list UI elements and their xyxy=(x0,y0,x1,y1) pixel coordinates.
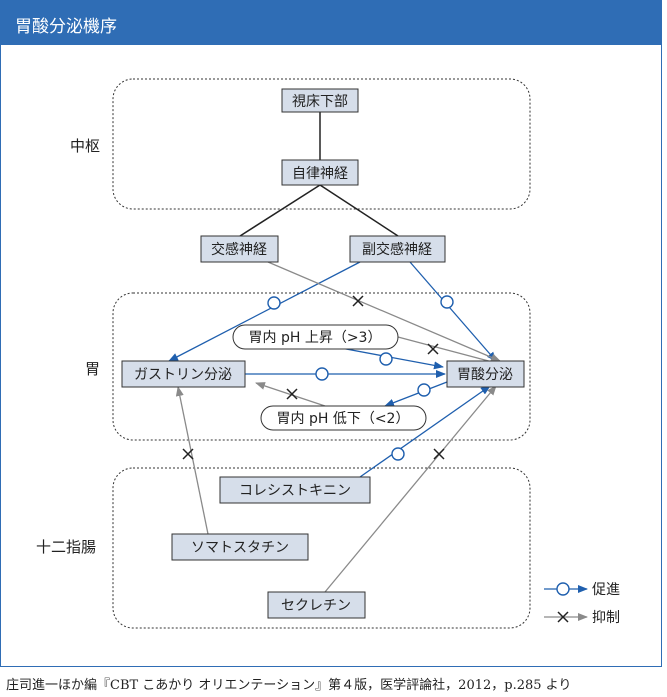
diagram-canvas: 中枢 胃 十二指腸 xyxy=(36,78,620,629)
node-cck-box xyxy=(219,476,371,504)
node-ph-down-label: 胃内 pH 低下（<2） xyxy=(277,411,410,427)
legend-inhibit-label: 抑制 xyxy=(592,610,620,626)
promote-arrow-cck-to-acid xyxy=(359,385,491,478)
figure-title: 胃酸分泌機序 xyxy=(15,17,117,37)
legend: 促進 抑制 xyxy=(544,582,620,626)
promote-marker-circle xyxy=(379,352,393,366)
legend-promote-circle xyxy=(556,582,570,596)
node-autonomic-label: 自律神経 xyxy=(292,166,348,182)
node-acid-label: 胃酸分泌 xyxy=(457,367,513,383)
node-cck-label: コレシストキニン xyxy=(239,483,351,499)
inhibit-arrow-secretin-to-acid xyxy=(324,385,497,593)
inhibit-arrow-phup-to-acid xyxy=(397,336,501,366)
node-secretin-box xyxy=(267,591,366,619)
node-autonomic-box xyxy=(281,159,359,186)
region-central-box xyxy=(112,78,531,210)
promote-arrow-parasympathetic-to-acid xyxy=(409,261,497,362)
node-gastrin-box xyxy=(121,360,246,388)
region-label-duodenum: 十二指腸 xyxy=(36,538,96,556)
node-somatostatin-box xyxy=(171,533,309,561)
node-somatostatin-label: ソマトスタチン xyxy=(191,540,289,556)
node-ph-up-box xyxy=(232,324,399,350)
inhibit-marker-cross xyxy=(286,388,298,400)
promote-marker-circle xyxy=(315,367,329,381)
node-secretin-label: セクレチン xyxy=(281,598,351,614)
promote-marker-circle xyxy=(267,296,281,310)
legend-promote-label: 促進 xyxy=(592,582,620,598)
node-parasympathetic-label: 副交感神経 xyxy=(362,241,432,258)
node-hypothalamus-label: 視床下部 xyxy=(292,94,348,110)
node-ph-down-box xyxy=(260,405,427,431)
region-stomach-box xyxy=(112,292,531,441)
promote-marker-circle xyxy=(440,295,454,309)
node-hypothalamus-box xyxy=(281,88,359,113)
node-gastrin-label: ガストリン分泌 xyxy=(134,367,232,383)
promote-arrow-acid-to-phdown xyxy=(384,381,448,407)
region-label-central: 中枢 xyxy=(70,137,100,155)
promote-marker-circle xyxy=(391,447,405,461)
inhibit-arrow-somatostatin-to-gastrin xyxy=(175,386,209,535)
citation-text: 庄司進一ほか編『CBT こあかり オリエンテーション』第４版，医学評論社，201… xyxy=(6,678,572,693)
node-parasympathetic-box xyxy=(349,235,446,263)
connector-autonomic-sympathetic xyxy=(239,184,321,237)
node-acid-box xyxy=(446,360,525,388)
region-duodenum-box xyxy=(112,467,531,629)
inhibit-marker-cross xyxy=(352,295,364,307)
node-ph-up-label: 胃内 pH 上昇（>3） xyxy=(249,330,382,346)
inhibit-arrow-sympathetic-to-acid xyxy=(267,261,501,362)
inhibit-marker-cross xyxy=(427,343,439,355)
promote-arrow-parasympathetic-to-gastrin xyxy=(168,261,361,362)
node-sympathetic-box xyxy=(200,235,279,263)
inhibit-marker-cross xyxy=(433,448,445,460)
region-label-stomach: 胃 xyxy=(85,360,100,378)
promote-marker-circle xyxy=(417,383,431,397)
connector-autonomic-parasympathetic xyxy=(319,184,399,237)
title-bar: 胃酸分泌機序 xyxy=(1,1,661,45)
inhibit-marker-cross xyxy=(182,448,194,460)
legend-inhibit-cross xyxy=(557,611,569,623)
node-sympathetic-label: 交感神経 xyxy=(211,241,267,258)
